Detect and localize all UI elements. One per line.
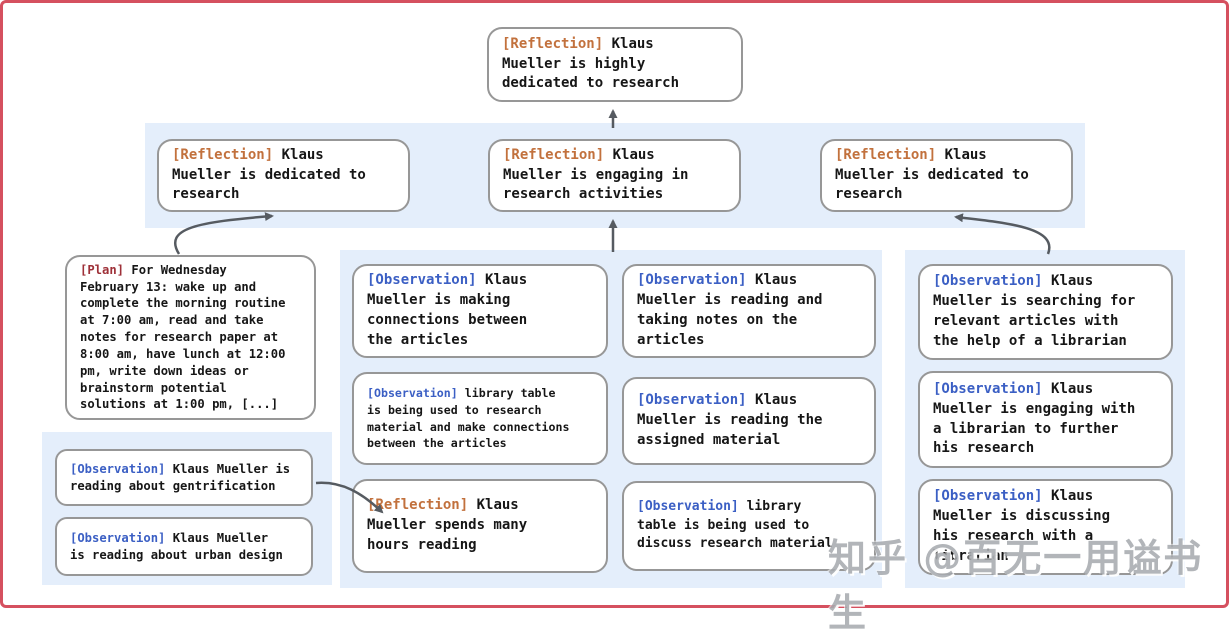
observation-tag: [Observation] (367, 385, 458, 400)
node-observation-gentrification: [Observation] Klaus Mueller is reading a… (55, 449, 313, 506)
node-observation-library-table-discuss: [Observation] library table is being use… (622, 481, 876, 571)
node-text: Klaus Mueller is highly dedicated to res… (502, 35, 680, 92)
node-observation-assigned-material: [Observation] Klaus Mueller is reading t… (622, 377, 876, 465)
node-observation-discussing-librarian: [Observation] Klaus Mueller is discussin… (918, 479, 1173, 575)
plan-tag: [Plan] (80, 262, 125, 277)
observation-tag: [Observation] (70, 461, 166, 476)
zhihu-watermark: 知乎 @百无一用谥书生 (828, 536, 1204, 635)
reflection-tag: [Reflection] (835, 146, 937, 163)
observation-tag: [Observation] (367, 272, 477, 289)
node-text: For Wednesday February 13: wake up and c… (80, 262, 286, 412)
observation-tag: [Observation] (70, 530, 166, 545)
reflection-tag: [Reflection] (503, 146, 605, 163)
node-reflection-1: [Reflection] Klaus Mueller is dedicated … (157, 139, 410, 212)
node-observation-library-table-research: [Observation] library table is being use… (352, 372, 608, 465)
node-text: Klaus Mueller is reading about gentrific… (70, 461, 291, 493)
observation-tag: [Observation] (637, 392, 747, 409)
node-observation-searching-articles: [Observation] Klaus Mueller is searching… (918, 264, 1173, 360)
node-text: Klaus Mueller is dedicated to research (835, 146, 1029, 203)
observation-tag: [Observation] (637, 499, 739, 515)
node-text: Klaus Mueller is reading and taking note… (637, 272, 823, 348)
node-reflection-2: [Reflection] Klaus Mueller is engaging i… (488, 139, 741, 212)
observation-tag: [Observation] (637, 272, 747, 289)
node-text: library table is being used to discuss r… (637, 499, 833, 552)
node-text: Klaus Mueller is reading the assigned ma… (637, 392, 823, 448)
node-text: Klaus Mueller is engaging in research ac… (503, 146, 689, 203)
node-text: Klaus Mueller spends many hours reading (367, 497, 528, 553)
node-text: Klaus Mueller is engaging with a librari… (933, 380, 1136, 457)
node-text: Klaus Mueller is searching for relevant … (933, 273, 1136, 349)
node-observation-taking-notes: [Observation] Klaus Mueller is reading a… (622, 264, 876, 358)
node-reflection-3: [Reflection] Klaus Mueller is dedicated … (820, 139, 1073, 212)
node-text: Klaus Mueller is reading about urban des… (70, 530, 283, 562)
node-text: Klaus Mueller is making connections betw… (367, 272, 528, 348)
node-observation-urban-design: [Observation] Klaus Mueller is reading a… (55, 517, 313, 576)
node-observation-engaging-librarian: [Observation] Klaus Mueller is engaging … (918, 371, 1173, 468)
observation-tag: [Observation] (933, 380, 1043, 397)
reflection-tag: [Reflection] (367, 497, 469, 514)
observation-tag: [Observation] (933, 488, 1043, 505)
node-text: library table is being used to research … (367, 385, 570, 451)
node-text: Klaus Mueller is dedicated to research (172, 146, 366, 203)
node-observation-making-connections: [Observation] Klaus Mueller is making co… (352, 264, 608, 358)
reflection-tag: [Reflection] (172, 146, 274, 163)
node-plan: [Plan] For Wednesday February 13: wake u… (65, 255, 316, 420)
observation-tag: [Observation] (933, 273, 1043, 290)
reflection-tag: [Reflection] (502, 35, 604, 52)
node-reflection-hours-reading: [Reflection] Klaus Mueller spends many h… (352, 479, 608, 573)
node-root-reflection: [Reflection] Klaus Mueller is highly ded… (487, 27, 743, 102)
node-text: Klaus Mueller is discussing his research… (933, 488, 1111, 564)
